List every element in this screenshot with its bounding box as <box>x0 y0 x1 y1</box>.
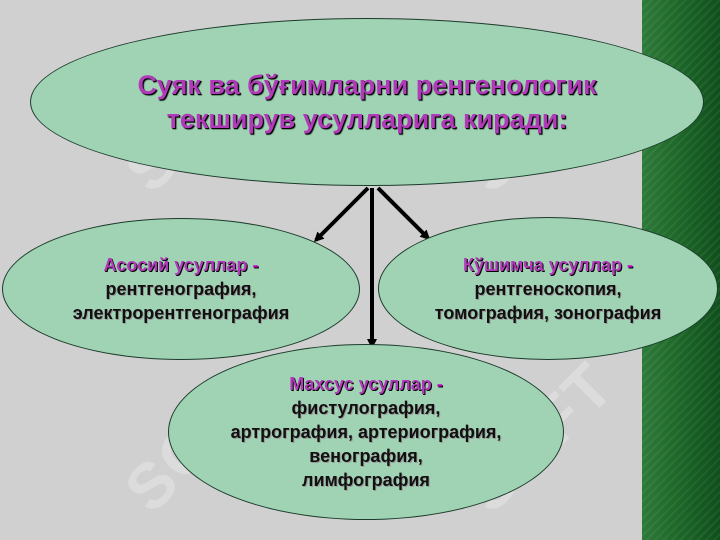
additional-methods-ellipse: Кўшимча усуллар - рентгеноскопия, томогр… <box>378 217 718 360</box>
special-methods-heading: Махсус усуллар - <box>289 374 443 394</box>
arrow-to-additional <box>376 186 431 241</box>
special-methods-line-4: лимфография <box>302 470 430 490</box>
special-methods-ellipse: Махсус усуллар - фистулография, артрогра… <box>168 344 564 520</box>
special-methods-line-2: артрография, артериография, <box>230 422 502 442</box>
arrow-to-basic <box>313 186 370 243</box>
basic-methods-line-2: электрорентгенография <box>72 303 290 323</box>
title-ellipse: Суяк ва бўғимларни ренгенологик текширув… <box>30 18 704 186</box>
title-line-1: Суяк ва бўғимларни ренгенологик <box>137 70 597 100</box>
additional-methods-line-2: томография, зонография <box>434 302 662 323</box>
additional-methods-line-1: рентгеноскопия, <box>474 278 622 299</box>
special-methods-line-1: фистулография, <box>291 398 441 418</box>
title-line-2: текширув усулларига киради: <box>166 104 568 134</box>
additional-methods-heading: Кўшимча усуллар - <box>462 254 634 275</box>
special-methods-line-3: венография, <box>309 446 423 466</box>
basic-methods-ellipse: Асосий усуллар - рентгенография, электро… <box>2 218 360 360</box>
basic-methods-line-1: рентгенография, <box>105 279 257 299</box>
basic-methods-heading: Асосий усуллар - <box>103 255 259 275</box>
